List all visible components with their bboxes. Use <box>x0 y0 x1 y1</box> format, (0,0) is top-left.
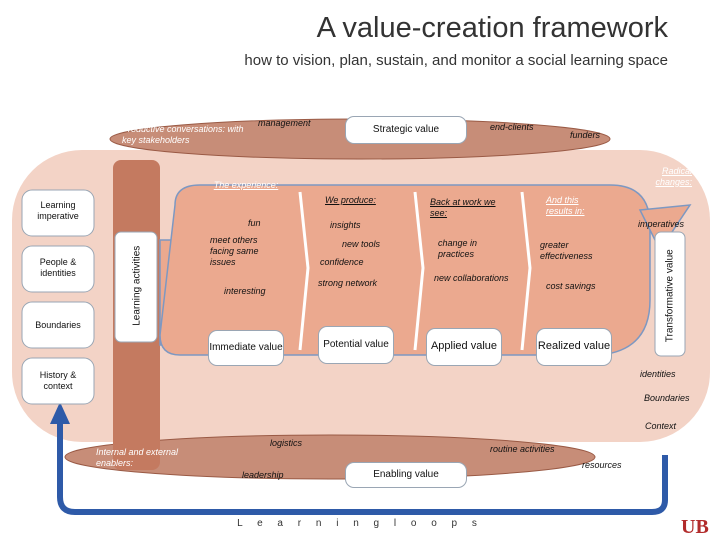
people-identities-label: People & identities <box>39 257 77 278</box>
boundaries-right-label: Boundaries <box>644 393 690 403</box>
realized-value-box: Realized value <box>536 328 612 366</box>
value-arrow-main <box>159 184 651 356</box>
separator-2 <box>413 191 425 351</box>
context-label: Context <box>645 421 677 431</box>
resources-label: resources <box>582 460 622 470</box>
potential-value-box: Potential value <box>318 326 394 364</box>
results-heading: And this results in: <box>546 195 585 216</box>
produce-item-network: strong network <box>318 278 378 288</box>
back-heading: Back at work we see: <box>430 197 496 218</box>
end-clients-label: end-clients <box>490 122 534 132</box>
left-box-boundaries <box>21 301 95 349</box>
radical-changes-label: Radical changes: <box>655 166 692 187</box>
routine-activities-label: routine activities <box>490 444 555 454</box>
learning-loop-arrow <box>57 420 668 515</box>
boundaries-left-label: Boundaries <box>35 320 81 330</box>
produce-item-confidence: confidence <box>320 257 364 267</box>
results-item-effectiveness: greater effectiveness <box>540 240 593 261</box>
learning-loops-label: L e a r n i n g l o o p s <box>237 518 483 529</box>
logistics-label: logistics <box>270 438 303 448</box>
produce-heading: We produce: <box>325 195 376 205</box>
identities-label: identities <box>640 369 676 379</box>
results-item-savings: cost savings <box>546 281 596 291</box>
transformative-box <box>654 231 686 357</box>
internal-enablers-label: Internal and external enablers: <box>96 447 179 468</box>
produce-item-tools: new tools <box>342 239 381 249</box>
experience-item-interesting: interesting <box>224 286 266 296</box>
applied-value-box: Applied value <box>426 328 502 366</box>
separator-1 <box>298 191 310 351</box>
produce-item-insights: insights <box>330 220 361 230</box>
management-label: management <box>258 118 311 128</box>
experience-item-fun: fun <box>248 218 261 228</box>
page-subtitle: how to vision, plan, sustain, and monito… <box>244 52 668 69</box>
learning-loop-arrowhead <box>50 402 70 424</box>
back-item-change: change in practices <box>438 238 478 259</box>
ub-logo: UB <box>681 516 709 538</box>
imperatives-label: imperatives <box>638 219 685 229</box>
immediate-value-box: Immediate value <box>208 330 284 366</box>
funders-label: funders <box>570 130 601 140</box>
left-box-history <box>21 357 95 405</box>
experience-heading: The experience: <box>213 180 279 190</box>
history-context-label: History & context <box>39 370 77 391</box>
back-item-collaborations: new collaborations <box>434 273 509 283</box>
left-box-identities <box>21 245 95 293</box>
page-title: A value-creation framework <box>316 12 668 44</box>
productive-conversations: Productive conversations: with key stake… <box>122 124 244 145</box>
left-box-imperative <box>21 189 95 237</box>
separator-3 <box>520 191 532 351</box>
leadership-label: leadership <box>242 470 284 480</box>
learning-activities-label: Learning activities <box>131 245 143 326</box>
strategic-value-box: Strategic value <box>345 116 467 144</box>
enabling-value-box: Enabling value <box>345 462 467 488</box>
learning-imperative-label: Learning imperative <box>37 200 79 221</box>
experience-item-meet: meet others facing same issues <box>210 235 259 267</box>
value-arrow-head <box>638 204 692 252</box>
transformative-value-label: Transformative value <box>664 249 676 343</box>
learning-activities-box <box>114 231 158 343</box>
